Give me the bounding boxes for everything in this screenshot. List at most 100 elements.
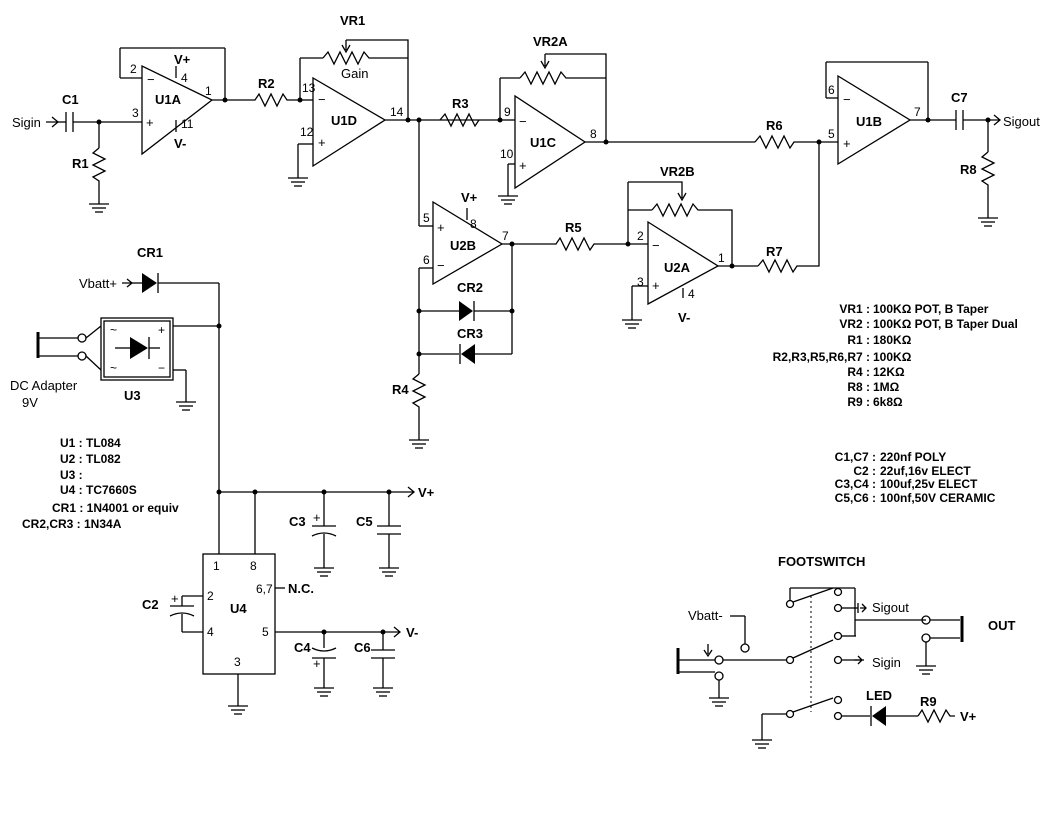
svg-text:LED: LED [866,688,892,703]
svg-text:+: + [652,278,660,293]
svg-text:9: 9 [504,105,511,119]
svg-text:13: 13 [302,81,316,95]
svg-text:C6: C6 [354,640,371,655]
svg-text:C2 :: C2 : [853,464,876,478]
svg-text:R8 :: R8 : [847,380,870,394]
u2a-opamp: − + U2A 2 3 1 VR2B 4 V- [621,164,758,329]
svg-text:CR1: CR1 [137,245,163,260]
svg-text:100KΩ POT, B Taper Dual: 100KΩ POT, B Taper Dual [873,317,1018,331]
svg-text:VR2B: VR2B [660,164,695,179]
svg-text:+: + [313,510,321,525]
svg-text:+: + [437,220,445,235]
svg-text:5: 5 [262,625,269,639]
svg-text:U1D: U1D [331,113,357,128]
svg-text:V+: V+ [174,52,191,67]
values-list: VR1 : 100KΩ POT, B Taper VR2 : 100KΩ POT… [773,302,1018,409]
svg-text:CR2: CR2 [457,280,483,295]
u1a-opamp: − + U1A 2 3 1 4 V+ 11 V- [119,47,250,156]
svg-text:Sigout: Sigout [872,600,909,615]
svg-text:−: − [437,258,445,273]
svg-text:~: ~ [110,361,117,375]
svg-text:12KΩ: 12KΩ [873,365,905,379]
u1a-label: U1A [155,92,182,107]
svg-text:+: + [158,323,165,337]
svg-text:V+: V+ [960,709,977,724]
svg-text:1MΩ: 1MΩ [873,380,900,394]
svg-text:V-: V- [678,310,690,325]
power-input: Vbatt+ CR1 ~ ~ + − U3 DC Adapter 9V [10,245,222,492]
capacitor-list: C1,C7 : 220nf POLY C2 : 22uf,16v ELECT C… [835,450,996,505]
svg-text:10: 10 [500,147,514,161]
svg-text:−: − [652,238,660,253]
svg-text:+: + [843,136,851,151]
svg-text:+: + [519,158,527,173]
svg-text:8: 8 [250,559,257,573]
svg-text:1: 1 [205,84,212,98]
svg-text:V+: V+ [418,485,435,500]
svg-text:VR2A: VR2A [533,34,568,49]
svg-text:R4: R4 [392,382,409,397]
svg-text:U3: U3 [124,388,141,403]
svg-text:11: 11 [181,117,194,131]
c4-c6-caps: + C4 C6 [294,629,395,697]
svg-text:R8: R8 [960,162,977,177]
svg-text:V-: V- [406,625,418,640]
svg-text:C1,C7 :: C1,C7 : [835,450,876,464]
svg-text:22uf,16v ELECT: 22uf,16v ELECT [880,464,971,478]
svg-text:U4 : TC7660S: U4 : TC7660S [60,483,137,497]
svg-text:C2: C2 [142,597,159,612]
svg-text:V-: V- [174,136,186,151]
u1c-opamp: − + U1C VR2A 9 10 8 [497,34,755,205]
svg-text:U2A: U2A [664,260,691,275]
u2b-opamp: + − U2B 5 6 8 7 V+ CR2 CR3 R4 [392,120,548,449]
svg-text:14: 14 [390,105,404,119]
svg-text:OUT: OUT [988,618,1016,633]
svg-text:−: − [318,92,326,107]
svg-text:C3: C3 [289,514,306,529]
svg-text:9V: 9V [22,395,38,410]
footswitch-section: FOOTSWITCH Sigout Sigin OUT Vbatt- [676,554,1016,749]
sigout-label: Sigout [1003,114,1040,129]
svg-text:CR2,CR3 : 1N34A: CR2,CR3 : 1N34A [22,517,122,531]
svg-text:VR1 :: VR1 : [839,302,870,316]
svg-text:C7: C7 [951,90,968,105]
svg-text:7: 7 [914,105,921,119]
svg-text:5: 5 [423,211,430,225]
svg-text:4: 4 [688,287,695,301]
svg-text:+: + [318,135,326,150]
svg-text:+: + [171,591,179,606]
svg-text:8: 8 [590,127,597,141]
svg-text:U1B: U1B [856,114,882,129]
svg-text:6: 6 [423,253,430,267]
svg-text:C4: C4 [294,640,311,655]
svg-text:100uf,25v ELECT: 100uf,25v ELECT [880,477,978,491]
svg-text:R2,R3,R5,R6,R7 :: R2,R3,R5,R6,R7 : [773,350,870,364]
r2-resistor: R2 [250,76,300,108]
svg-text:+: + [146,115,154,130]
svg-text:100KΩ: 100KΩ [873,350,912,364]
svg-text:+: + [313,656,321,671]
svg-text:DC Adapter: DC Adapter [10,378,78,393]
svg-text:−: − [843,92,851,107]
svg-text:R9 :: R9 : [847,395,870,409]
svg-text:7: 7 [502,229,509,243]
u4-charge-pump: U4 1 8 6,7 2 4 5 3 N.C. V+ + C2 V- [142,485,435,715]
svg-text:R3: R3 [452,96,469,111]
svg-text:R7: R7 [766,244,783,259]
svg-text:U2 : TL082: U2 : TL082 [60,452,121,466]
sigin-label: Sigin [12,115,41,130]
svg-text:5: 5 [828,127,835,141]
svg-text:V+: V+ [461,190,478,205]
svg-text:−: − [147,72,155,87]
svg-text:100KΩ POT, B Taper: 100KΩ POT, B Taper [873,302,989,316]
c3-c5-caps: + C3 C5 [289,489,401,577]
svg-text:6,7: 6,7 [256,582,273,596]
svg-text:CR1 : 1N4001 or equiv: CR1 : 1N4001 or equiv [52,501,179,515]
r6-resistor: R6 [754,118,838,150]
svg-text:4: 4 [181,71,188,85]
svg-text:R1 :: R1 : [847,333,870,347]
svg-text:2: 2 [207,589,214,603]
svg-text:C3,C4 :: C3,C4 : [835,477,876,491]
svg-text:U4: U4 [230,601,247,616]
